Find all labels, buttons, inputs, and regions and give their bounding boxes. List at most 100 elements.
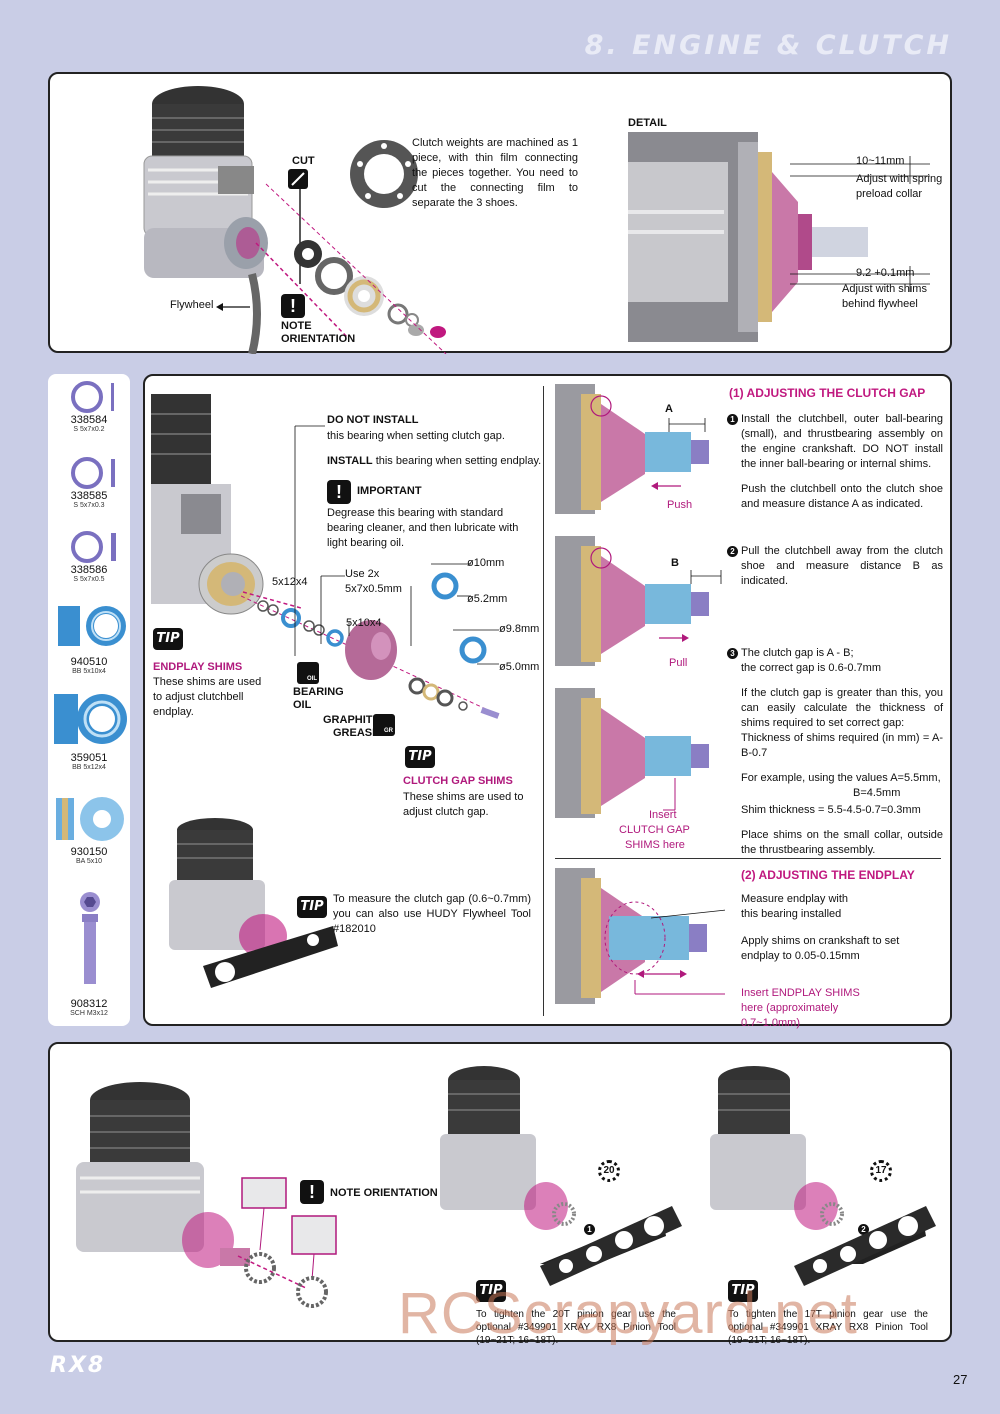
note-warning-icon: !: [281, 294, 305, 318]
clutch-exploded-parts: [248, 140, 447, 354]
step3-text-e: For example, using the values A=5.5mm,: [741, 772, 941, 784]
step1-number: 1: [727, 414, 738, 425]
clutch-note: Clutch weights are machined as 1 piece, …: [412, 137, 578, 209]
tip-20t-text: To tighten the 20T pinion gear use the o…: [476, 1309, 676, 1346]
bearing-940510-icon: [58, 606, 126, 646]
flywheel-tool-tip-text: To measure the clutch gap (0.6~0.7mm) yo…: [333, 893, 531, 935]
step3-text-f: B=4.5mm: [853, 787, 901, 799]
step3-text-a: The clutch gap is A - B;: [741, 647, 854, 659]
step1: 1 Install the clutchbell, outer ball-bea…: [727, 412, 943, 512]
endplay-text-c: Insert ENDPLAY SHIMS here (approximately…: [741, 987, 860, 1029]
use2x-label-2: 5x7x0.5mm: [345, 583, 402, 595]
engine-pinion-illustration-3: [710, 1066, 926, 1264]
footer-logo: RX8: [50, 1353, 106, 1378]
part-code: 930150: [70, 846, 108, 858]
clutch-gap-shims-title: CLUTCH GAP SHIMS: [403, 775, 513, 787]
watermark: RCScrapyard.net: [398, 1281, 858, 1346]
bearing-359051-icon: [54, 694, 127, 744]
install-note: INSTALL this bearing when setting endpla…: [327, 454, 541, 469]
endplay-shims-title: ENDPLAY SHIMS: [153, 661, 243, 673]
thrust-bearing-930150-icon: [56, 797, 124, 841]
insert-label-2: CLUTCH GAP: [619, 824, 690, 836]
pinion-tool-1: [540, 1206, 682, 1286]
part-940510: 940510 BB 5x10x4: [48, 656, 130, 676]
step1-text-a: Install the clutchbell, outer ball-beari…: [741, 413, 943, 470]
dim1-value: 10~11mm: [856, 155, 905, 167]
mid-panel: DO NOT INSTALL this bearing when setting…: [143, 374, 952, 1029]
shim-338586-icon: [71, 531, 116, 563]
dim1-note-2: preload collar: [856, 188, 923, 200]
step2: 2 Pull the clutchbell away from the clut…: [727, 544, 943, 589]
sec2-title: (2) ADJUSTING THE ENDPLAY: [741, 868, 915, 882]
d50-label: ø5.0mm: [499, 661, 540, 673]
flywheel-label: Flywheel: [170, 299, 214, 311]
clutch-gap-shims-text: These shims are used to adjust clutch ga…: [403, 791, 524, 818]
d52-label: ø5.2mm: [467, 593, 508, 605]
do-not-install-label: DO NOT INSTALL: [327, 414, 419, 426]
step-2-badge: 2: [858, 1224, 869, 1235]
clutch-gap-insert-illustration: [555, 688, 709, 818]
d10-label: ø10mm: [467, 557, 505, 569]
page-number: 27: [953, 1372, 968, 1387]
push-label: Push: [667, 499, 693, 511]
top-panel: CUT Clutch weights are machined as 1 pie…: [48, 72, 952, 354]
dim2-note-1: Adjust with shims: [842, 283, 927, 295]
shim-338584-icon: [71, 381, 114, 413]
part-code: 338584: [70, 414, 108, 426]
install-text: this bearing when setting endplay.: [375, 455, 542, 467]
clutch-gap-pull-illustration: [555, 536, 722, 666]
note-orientation-label: NOTE ORIENTATION: [330, 1187, 438, 1199]
endplay-divider: [555, 858, 941, 859]
bearing-oil-label-1: BEARING: [293, 686, 344, 698]
part-desc: S 5x7x0.2: [73, 426, 105, 433]
part-code: 338585: [70, 490, 108, 502]
engine-flywheel-tool-illustration: [169, 818, 338, 988]
pinion-tool-2: [794, 1206, 936, 1286]
part-desc: BA 5x10: [75, 858, 103, 865]
dim2-value: 9.2 +0.1mm: [856, 267, 915, 279]
insert-label-3: SHIMS here: [625, 839, 685, 851]
label-b: B: [671, 557, 679, 569]
tip-17t-text: To tighten the 17T pinion gear use the o…: [728, 1309, 928, 1346]
endplay-illustration: [555, 868, 725, 1004]
part-code: 359051: [70, 752, 108, 764]
gear-20-badge: 20: [598, 1160, 620, 1182]
graphite-grease-icon: GR: [373, 714, 395, 736]
part-930150: 930150 BA 5x10: [48, 846, 130, 866]
part-code: 940510: [70, 656, 108, 668]
insert-label-1: Insert: [649, 809, 677, 821]
part-desc: BB 5x10x4: [72, 668, 106, 675]
flywheel-arrow: [216, 303, 250, 311]
dim2-note-2: behind flywheel: [842, 298, 918, 310]
clutch-gap-tip-badge: TIP: [405, 746, 435, 768]
install-label: INSTALL: [327, 455, 373, 467]
part-desc: S 5x7x0.5: [73, 576, 105, 583]
tip-17t-badge: TIP: [728, 1280, 758, 1302]
engine-side-illustration: [151, 394, 301, 615]
page-title: 8. ENGINE & CLUTCH: [584, 30, 952, 61]
use2x-label-1: Use 2x: [345, 568, 380, 580]
sec1-title: (1) ADJUSTING THE CLUTCH GAP: [729, 386, 926, 400]
part-desc: SCH M3x12: [70, 1010, 108, 1017]
bearing-oil-label-2: OIL: [293, 699, 312, 711]
step3-text-b: the correct gap is 0.6-0.7mm: [741, 662, 882, 674]
gear-17-badge: 17: [870, 1160, 892, 1182]
bearing-5x12x4-label: 5x12x4: [272, 576, 308, 588]
clutchbell-exploded-parts: [241, 595, 501, 719]
clutch-gap-push-illustration: [555, 384, 709, 514]
part-desc: S 5x7x0.3: [73, 502, 105, 509]
endplay-text-a: Measure endplay with this bearing instal…: [741, 893, 849, 920]
detail-dimension-lines: [790, 156, 930, 292]
d98-label: ø9.8mm: [499, 623, 540, 635]
step3-text-c: If the clutch gap is greater than this, …: [741, 687, 943, 729]
step3-text-g: Shim thickness = 5.5-4.5-0.7=0.3mm: [741, 804, 921, 816]
step1-text-b: Push the clutchbell onto the clutch shoe…: [741, 483, 943, 510]
endplay-shims-text: These shims are used to adjust clutchbel…: [153, 676, 262, 718]
note-label: NOTE: [281, 320, 312, 332]
step3: 3 The clutch gap is A - B; the correct g…: [727, 646, 943, 858]
bottom-panel: ! NOTE ORIENTATION 20 1 TIP To tighten t…: [48, 1042, 952, 1346]
graphite-label-2: GREASE: [333, 727, 380, 739]
step-1-badge: 1: [584, 1224, 595, 1235]
pull-label: Pull: [669, 657, 688, 669]
shim-dimension-callouts: [410, 563, 499, 665]
